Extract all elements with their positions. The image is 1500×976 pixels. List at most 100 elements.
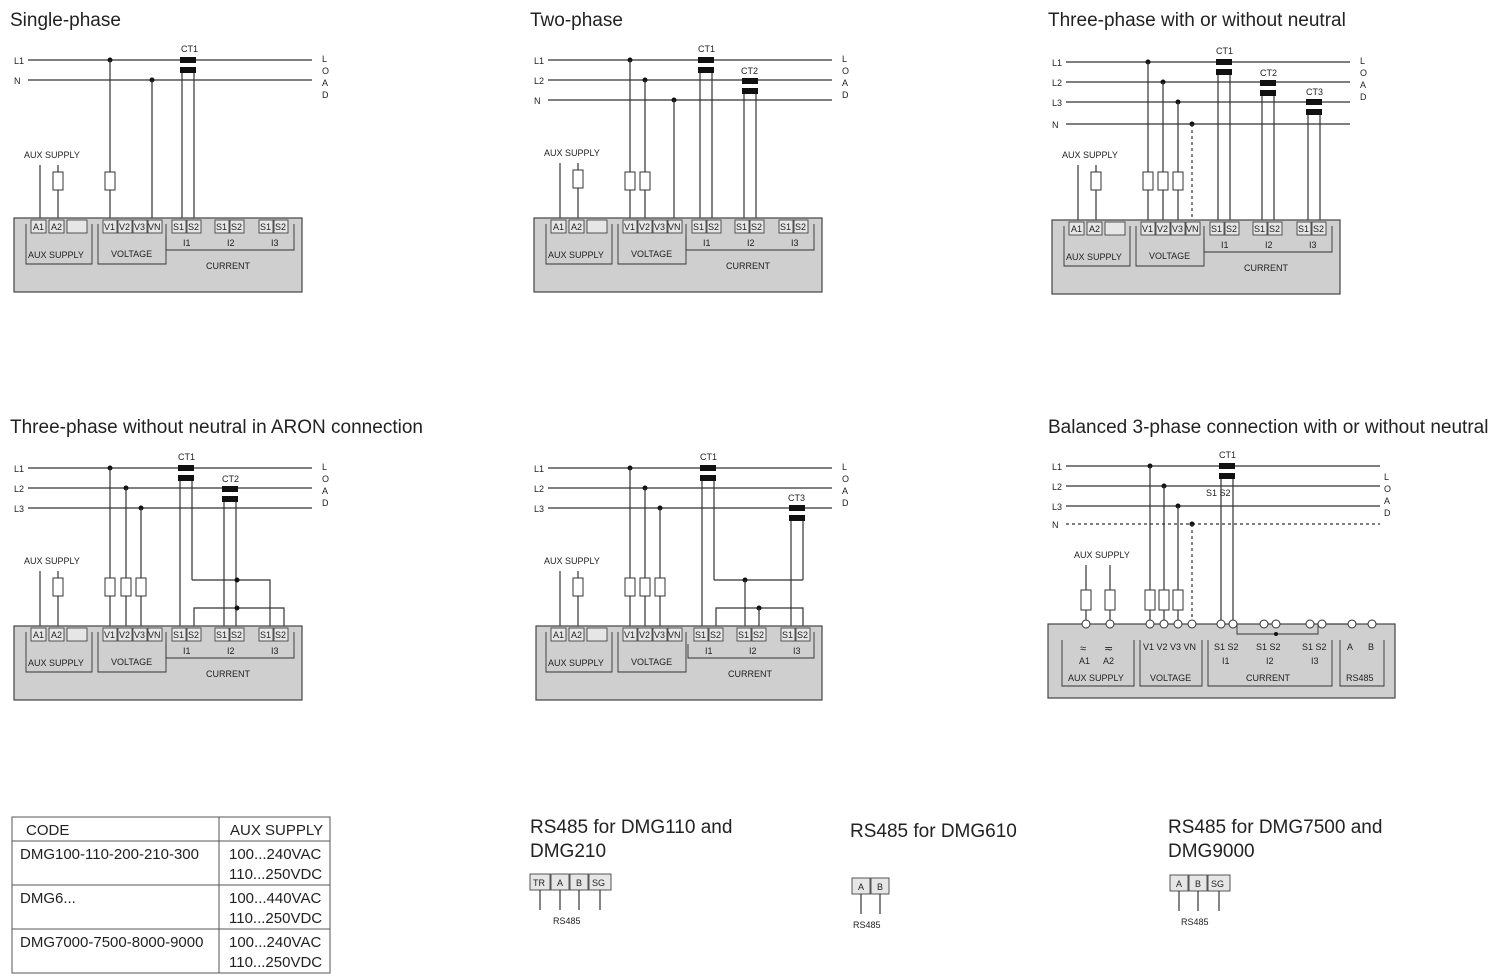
svg-text:V3: V3 [654, 630, 665, 640]
svg-text:AUX SUPPLY: AUX SUPPLY [1066, 252, 1122, 262]
svg-text:A: A [557, 878, 563, 888]
svg-text:CURRENT: CURRENT [1246, 673, 1291, 683]
svg-text:D: D [842, 90, 849, 100]
svg-text:L2: L2 [14, 484, 24, 494]
svg-text:S1: S1 [780, 222, 791, 232]
svg-text:L: L [842, 54, 847, 64]
svg-text:V3: V3 [654, 222, 665, 232]
svg-text:A: A [1360, 80, 1366, 90]
svg-text:S2: S2 [1269, 224, 1280, 234]
svg-text:V2: V2 [119, 222, 130, 232]
svg-text:S1: S1 [216, 222, 227, 232]
svg-text:I2: I2 [1266, 656, 1274, 666]
svg-text:A: A [842, 486, 848, 496]
svg-text:100...240VAC: 100...240VAC [229, 846, 321, 863]
svg-text:≈: ≈ [1080, 643, 1086, 655]
svg-text:L3: L3 [1052, 502, 1062, 512]
svg-text:S2: S2 [231, 222, 242, 232]
svg-text:I1: I1 [1221, 240, 1229, 250]
svg-text:CT2: CT2 [741, 66, 758, 76]
svg-text:A2: A2 [1089, 224, 1100, 234]
svg-text:CURRENT: CURRENT [206, 669, 251, 679]
title-single-phase: Single-phase [10, 10, 121, 31]
svg-text:L1: L1 [14, 464, 24, 474]
svg-text:L3: L3 [534, 504, 544, 514]
svg-text:AUX SUPPLY: AUX SUPPLY [1068, 673, 1124, 683]
svg-text:D: D [1384, 508, 1391, 518]
svg-text:D: D [842, 498, 849, 508]
svg-text:SG: SG [592, 878, 605, 888]
svg-text:A2: A2 [1103, 656, 1114, 666]
svg-text:110...250VDC: 110...250VDC [229, 910, 322, 927]
svg-text:S2: S2 [1313, 224, 1324, 234]
svg-text:L2: L2 [534, 484, 544, 494]
svg-text:S1: S1 [260, 222, 271, 232]
svg-text:A1: A1 [553, 630, 564, 640]
svg-text:L2: L2 [1052, 78, 1062, 88]
svg-text:S2: S2 [795, 222, 806, 232]
svg-text:I3: I3 [793, 646, 801, 656]
svg-text:110...250VDC: 110...250VDC [229, 954, 322, 971]
load-label: L O A D [322, 462, 329, 508]
svg-text:S1: S1 [173, 222, 184, 232]
svg-text:S1: S1 [738, 630, 749, 640]
svg-text:AUX SUPPLY: AUX SUPPLY [548, 250, 604, 260]
svg-text:A: A [1384, 496, 1390, 506]
svg-text:A: A [842, 78, 848, 88]
svg-text:S2: S2 [797, 630, 808, 640]
svg-text:I3: I3 [1309, 240, 1317, 250]
svg-text:VOLTAGE: VOLTAGE [111, 249, 152, 259]
diagram-two-phase: L1 L2 N L O A D CT1 CT2 AUX SUPPLY [533, 44, 849, 293]
svg-text:AUX SUPPLY: AUX SUPPLY [1062, 150, 1118, 160]
svg-text:100...240VAC: 100...240VAC [229, 934, 321, 951]
svg-text:DMG9000: DMG9000 [1168, 841, 1255, 862]
svg-text:S1: S1 [1254, 224, 1265, 234]
table-header-aux: AUX SUPPLY [230, 822, 323, 839]
load-label: L O A D [322, 54, 329, 100]
svg-text:S1: S1 [782, 630, 793, 640]
svg-text:S2: S2 [275, 630, 286, 640]
svg-text:A: A [322, 78, 328, 88]
svg-text:CURRENT: CURRENT [206, 261, 251, 271]
title-balanced: Balanced 3-phase connection with or with… [1048, 417, 1488, 438]
svg-text:CT2: CT2 [222, 474, 239, 484]
svg-text:V3: V3 [134, 630, 145, 640]
svg-text:VN: VN [148, 630, 161, 640]
svg-text:VOLTAGE: VOLTAGE [631, 657, 672, 667]
diagram-three-phase: L1 L2 L3 N L O A D CT1 CT2 CT3 [1051, 46, 1367, 295]
svg-text:RS485 for DMG110 and: RS485 for DMG110 and [530, 817, 732, 838]
svg-text:S2: S2 [1226, 224, 1237, 234]
svg-text:A: A [1347, 642, 1353, 652]
svg-text:CT3: CT3 [788, 493, 805, 503]
svg-text:I1: I1 [183, 238, 191, 248]
svg-text:DMG210: DMG210 [530, 841, 606, 862]
svg-text:CT2: CT2 [1260, 68, 1277, 78]
svg-text:A: A [322, 486, 328, 496]
title-aron: Three-phase without neutral in ARON conn… [10, 417, 423, 438]
svg-text:V2: V2 [1157, 224, 1168, 234]
svg-text:VN: VN [148, 222, 161, 232]
svg-text:B: B [877, 882, 883, 892]
svg-text:CURRENT: CURRENT [726, 261, 771, 271]
svg-text:L1: L1 [1052, 58, 1062, 68]
load-label: L O A D [1360, 56, 1367, 102]
svg-text:S1: S1 [260, 630, 271, 640]
svg-text:AUX SUPPLY: AUX SUPPLY [28, 658, 84, 668]
svg-text:S2: S2 [753, 630, 764, 640]
svg-text:TR: TR [533, 878, 545, 888]
svg-text:S2: S2 [188, 630, 199, 640]
svg-text:D: D [322, 90, 329, 100]
svg-text:O: O [322, 66, 329, 76]
svg-text:A1: A1 [33, 630, 44, 640]
svg-text:N: N [534, 96, 541, 106]
svg-text:I2: I2 [227, 646, 235, 656]
table-row-code: DMG7000-7500-8000-9000 [20, 934, 203, 951]
svg-text:CURRENT: CURRENT [728, 669, 773, 679]
table-row-code: DMG100-110-200-210-300 [20, 846, 199, 863]
svg-text:A1: A1 [33, 222, 44, 232]
svg-text:S1 S2: S1 S2 [1206, 488, 1231, 498]
svg-text:V2: V2 [639, 630, 650, 640]
load-label: L O A D [842, 54, 849, 100]
svg-text:A1: A1 [553, 222, 564, 232]
svg-text:S2: S2 [188, 222, 199, 232]
